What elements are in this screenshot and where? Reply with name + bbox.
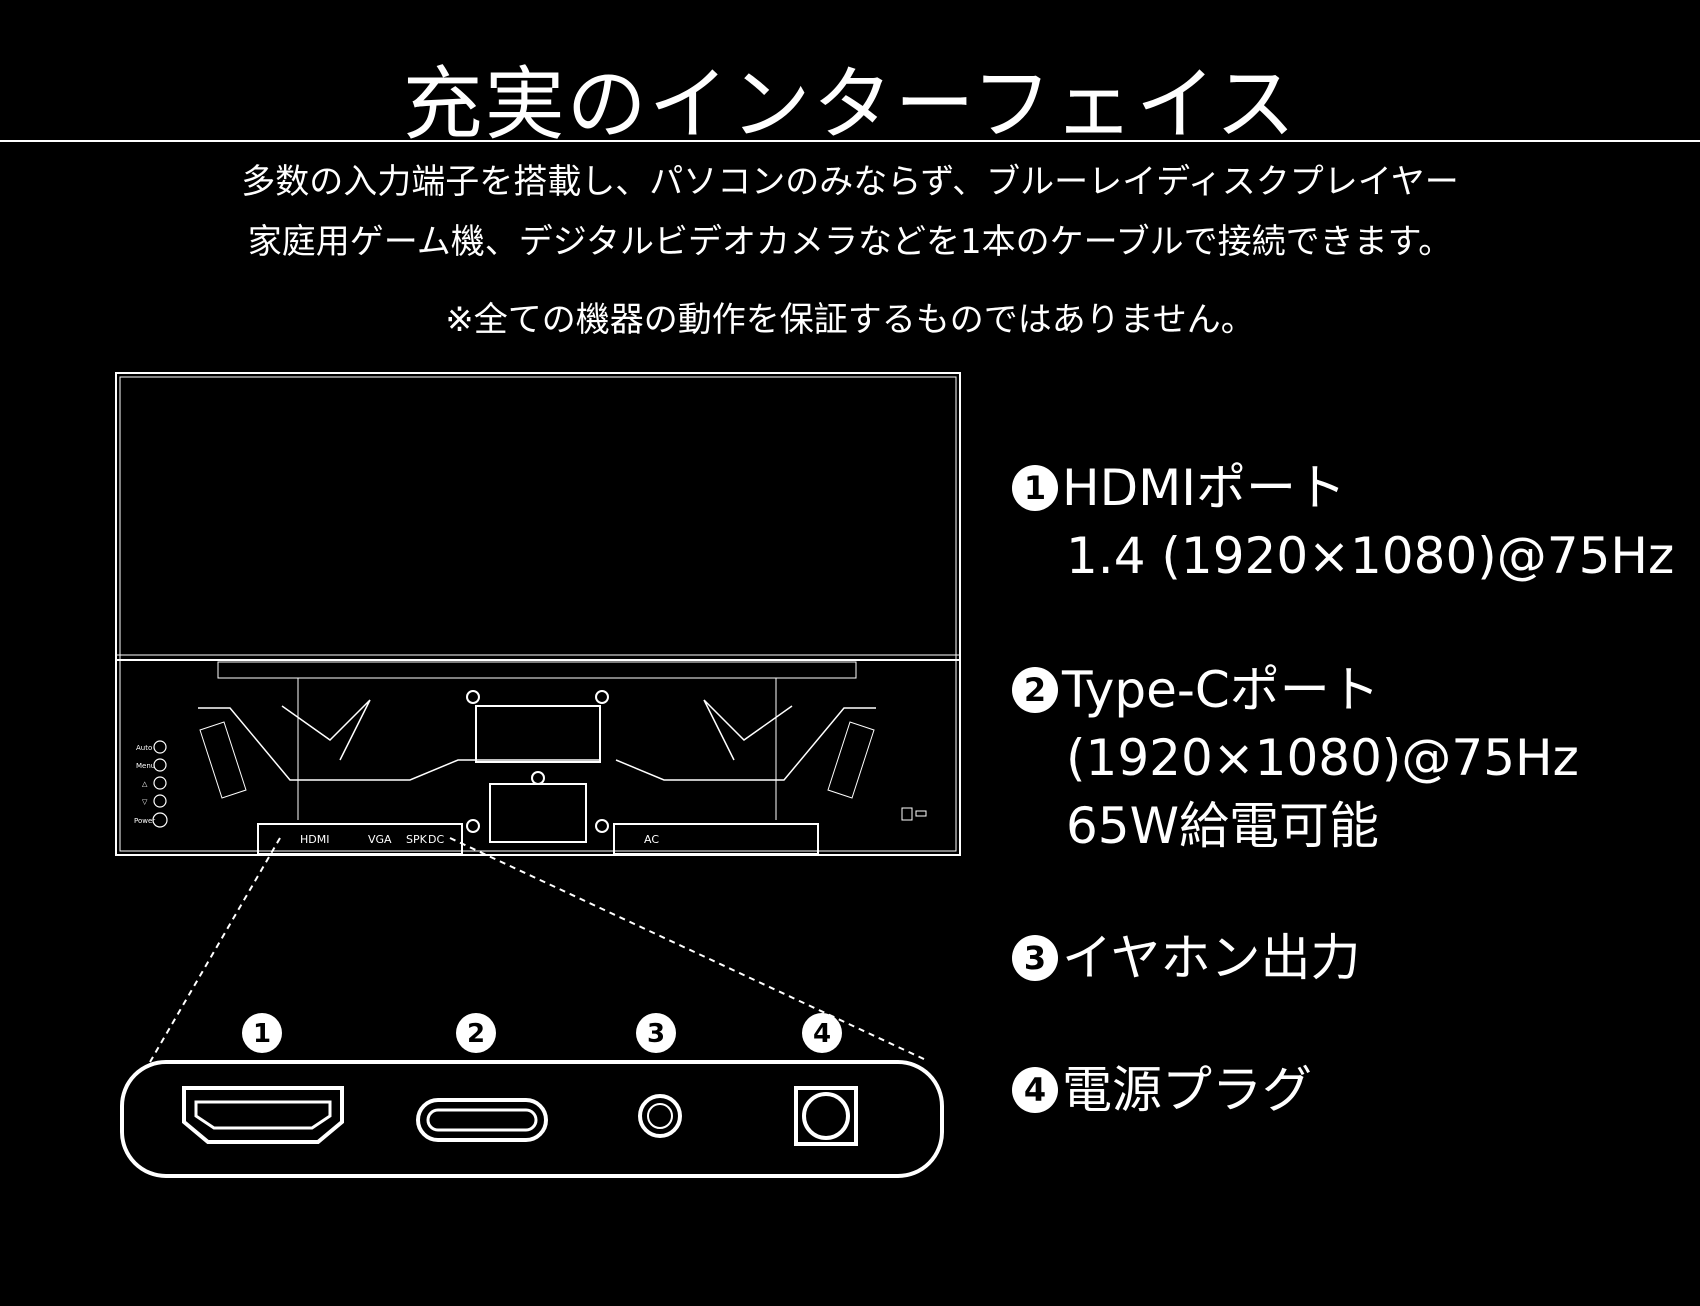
button-label-down: ▽ <box>142 798 148 806</box>
spec-name-power: 電源プラグ <box>1062 1061 1312 1119</box>
spec-detail-type-c-power: 65W給電可能 <box>1066 797 1380 855</box>
button-label-up: △ <box>142 780 148 788</box>
port-label-hdmi: HDMI <box>300 833 329 846</box>
usb-c-port-icon <box>416 1098 548 1142</box>
button-label-menu: Menu <box>136 762 155 770</box>
hdmi-port-icon <box>182 1086 344 1144</box>
monitor-back <box>115 372 961 856</box>
button-label-power: Power <box>134 817 155 825</box>
port-number-badge-2 <box>456 1013 496 1053</box>
spec-detail-hdmi: 1.4 (1920×1080)@75Hz <box>1066 527 1675 585</box>
spec-number-2: 2 <box>1012 667 1058 713</box>
vent-strip <box>217 661 857 679</box>
port-label-spk: SPK <box>406 833 428 846</box>
spec-number-3: 3 <box>1012 935 1058 981</box>
port-number-badge-1 <box>242 1013 282 1053</box>
kensington-lock-icon <box>901 807 913 821</box>
port-number-4: 4 <box>813 1019 831 1049</box>
spec-number-1: 1 <box>1012 465 1058 511</box>
spec-detail-type-c-resolution: (1920×1080)@75Hz <box>1066 729 1579 787</box>
port-panel <box>120 1060 944 1178</box>
earphone-jack-icon <box>638 1094 682 1138</box>
button-label-auto: Auto <box>136 744 152 752</box>
port-number-1: 1 <box>253 1019 271 1049</box>
power-plug-icon <box>794 1086 858 1146</box>
description-line-1: 多数の入力端子を搭載し、パソコンのみならず、ブルーレイディスクプレイヤー <box>241 162 1459 202</box>
port-label-vga: VGA <box>368 833 392 846</box>
title-divider <box>0 140 1700 142</box>
port-number-badge-3 <box>636 1013 676 1053</box>
port-label-ac: AC <box>644 833 659 846</box>
spec-name-earphone: イヤホン出力 <box>1062 929 1361 987</box>
spec-name-hdmi: HDMIポート <box>1062 459 1346 517</box>
disclaimer-note: ※全ての機器の動作を保証するものではありません。 <box>445 300 1255 340</box>
page-title: 充実のインターフェイス <box>402 58 1298 151</box>
description-line-2: 家庭用ゲーム機、デジタルビデオカメラなどを1本のケーブルで接続できます。 <box>247 222 1453 262</box>
spec-number-4: 4 <box>1012 1067 1058 1113</box>
port-label-dc: DC <box>428 833 444 846</box>
side-buttons <box>152 740 168 828</box>
port-number-badge-4 <box>802 1013 842 1053</box>
port-number-2: 2 <box>467 1019 485 1049</box>
spec-name-type-c: Type-Cポート <box>1062 661 1380 719</box>
port-number-3: 3 <box>647 1019 665 1049</box>
